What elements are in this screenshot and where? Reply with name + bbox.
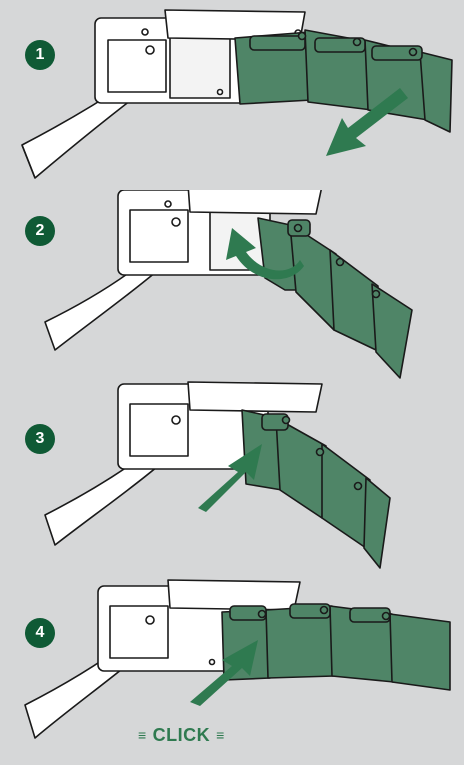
click-sparks-left-icon: ≡ — [138, 727, 147, 743]
step-2-arrow-icon — [226, 228, 304, 280]
step-4-badge: 4 — [25, 618, 55, 648]
click-label: ≡ CLICK ≡ — [138, 722, 225, 748]
step-3: 3 — [0, 380, 464, 570]
step-3-illustration — [44, 381, 391, 569]
step-2-illustration — [44, 190, 413, 379]
step-3-arrow-icon — [198, 444, 262, 512]
step-2: 2 — [0, 190, 464, 380]
step-4-number: 4 — [35, 624, 45, 641]
step-1-arrow-icon — [326, 88, 408, 156]
step-1-number: 1 — [35, 46, 45, 63]
step-3-badge: 3 — [25, 424, 55, 454]
step-2-number: 2 — [35, 222, 45, 239]
step-1: 1 — [0, 0, 464, 190]
step-4: 4 — [0, 570, 464, 765]
step-2-badge: 2 — [25, 216, 55, 246]
step-4-illustration — [24, 579, 451, 739]
step-3-number: 3 — [35, 430, 45, 447]
click-text: CLICK — [152, 724, 211, 745]
step-4-arrow-icon — [190, 640, 258, 706]
click-sparks-right-icon: ≡ — [216, 727, 225, 743]
step-1-illustration — [21, 9, 453, 179]
step-1-badge: 1 — [25, 40, 55, 70]
